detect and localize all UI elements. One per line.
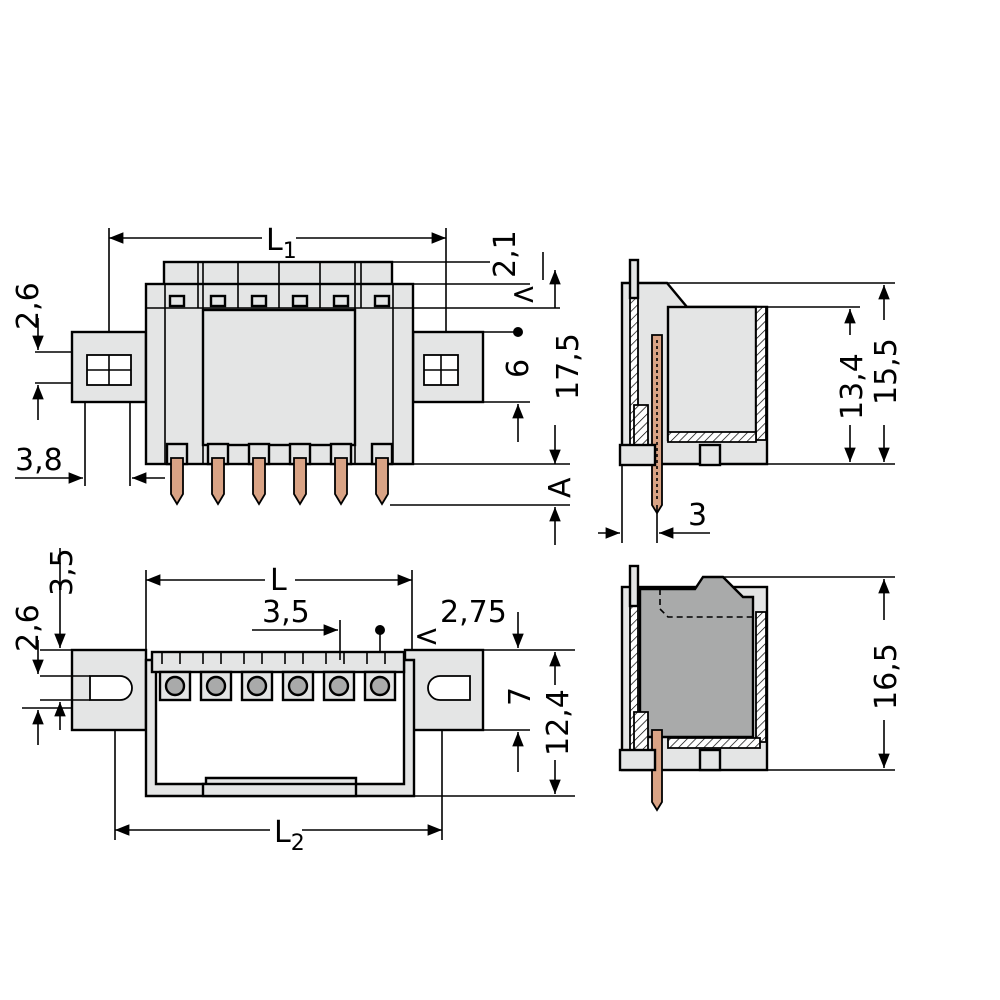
- dim-L1: L1: [266, 223, 297, 264]
- dim-17-5: 17,5: [551, 333, 586, 400]
- dim-2-75: 2,75: [440, 595, 507, 630]
- bottom-front-view: L 3,5 2,75 < 7 12,4 3,5 2,6: [11, 548, 576, 856]
- terminal-strip: [150, 650, 406, 674]
- dim-2-6-top: 2,6: [11, 282, 46, 330]
- housing-window: [201, 308, 357, 447]
- svg-text:<: <: [414, 619, 439, 654]
- dim-A: A: [543, 477, 578, 498]
- dim-6: 6: [501, 359, 536, 378]
- top-side-view: 13,4 15,5 3: [598, 258, 904, 543]
- dim-3-8: 3,8: [15, 443, 63, 478]
- bottom-side-plug: [638, 575, 755, 739]
- top-front-view: L1 2,1 < 17,5 6 A 2,6 3,8: [11, 223, 586, 545]
- dim-3-5-left: 3,5: [45, 548, 80, 596]
- dim-16-5: 16,5: [869, 643, 904, 710]
- right-oval-slot: [427, 675, 471, 701]
- dim-15-5: 15,5: [869, 338, 904, 405]
- dim-13-4: 13,4: [835, 353, 870, 420]
- bottom-side-latch: [628, 564, 640, 608]
- dim-3-5-pitch: 3,5: [262, 595, 310, 630]
- dim-7: 7: [503, 687, 538, 706]
- left-oval-slot: [89, 675, 133, 701]
- dim-2-1: 2,1: [488, 230, 523, 278]
- dim-2-6-bottom: 2,6: [11, 604, 46, 652]
- terminal-teeth: [161, 652, 386, 664]
- terminal-screws: [158, 670, 397, 702]
- dim-L: L: [270, 563, 287, 598]
- top-notches: [168, 262, 391, 308]
- dim-3: 3: [688, 498, 707, 533]
- dim-12-4: 12,4: [541, 689, 576, 756]
- solder-pins: [170, 457, 389, 506]
- dim-L2: L2: [274, 815, 305, 856]
- side-latch: [628, 258, 640, 300]
- svg-text:<: <: [511, 277, 536, 312]
- bottom-side-view: 16,5: [618, 564, 904, 812]
